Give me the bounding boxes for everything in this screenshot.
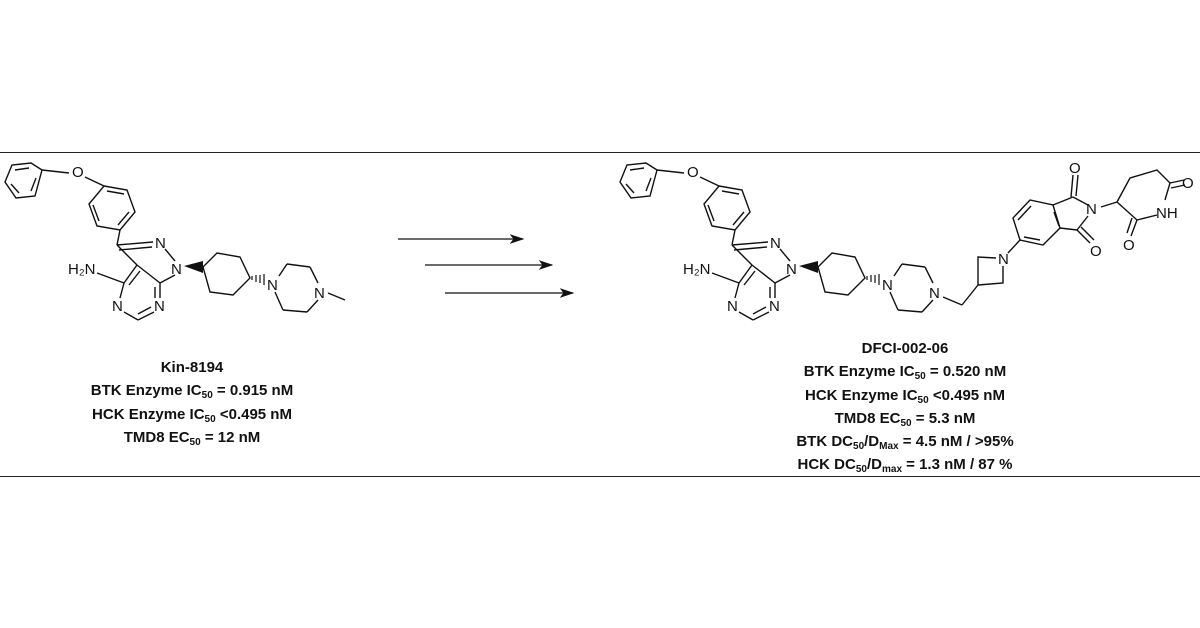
compound-name: DFCI-002-06 [861, 340, 949, 357]
atom-o: O [72, 164, 84, 181]
activity-line: HCK Enzyme IC50 <0.495 nM [92, 405, 292, 425]
activity-line: BTK Enzyme IC50 = 0.520 nM [803, 363, 1007, 383]
atom-h2n: H₂N [68, 261, 96, 278]
atom-n: N [998, 251, 1009, 268]
atom-o: O [1090, 243, 1102, 260]
top-rule [0, 152, 1200, 153]
activity-line: BTK Enzyme IC50 = 0.915 nM [90, 382, 294, 402]
atom-n: N [314, 285, 325, 302]
atom-n: N [770, 235, 781, 252]
activity-line: HCK Enzyme IC50 <0.495 nM [805, 386, 1005, 406]
atom-nh: NH [1156, 205, 1178, 222]
atom-n: N [154, 298, 165, 315]
atom-n: N [171, 261, 182, 278]
atom-n: N [882, 277, 893, 294]
activity-line: TMD8 EC50 = 5.3 nM [834, 409, 976, 429]
atom-o: O [1069, 160, 1081, 177]
atom-n: N [769, 298, 780, 315]
atom-n: N [112, 298, 123, 315]
degradation-line: BTK DC50/DMax = 4.5 nM / >95% [796, 433, 1014, 453]
dfci-002-06-structure: O H₂N N N N N N N [619, 160, 1194, 321]
kin-8194-caption: Kin-8194 BTK Enzyme IC50 = 0.915 nM HCK … [91, 356, 293, 449]
atom-o: O [687, 164, 699, 181]
atom-n: N [155, 235, 166, 252]
kin-8194-structure: O H₂N N N N N N N [4, 162, 346, 321]
atom-h2n: H₂N [683, 261, 711, 278]
atom-n: N [727, 298, 738, 315]
atom-o: O [1182, 175, 1194, 192]
dfci-002-06-caption: DFCI-002-06 BTK Enzyme IC50 = 0.520 nM H… [796, 337, 1013, 477]
atom-n: N [267, 277, 278, 294]
atom-n: N [929, 285, 940, 302]
degradation-line: HCK DC50/Dmax = 1.3 nM / 87 % [797, 456, 1013, 476]
bottom-rule [0, 476, 1200, 477]
activity-line: TMD8 EC50 = 12 nM [123, 428, 261, 448]
atom-n: N [1086, 201, 1097, 218]
compound-name: Kin-8194 [160, 359, 224, 376]
reaction-arrows [398, 234, 575, 298]
atom-o: O [1123, 237, 1135, 254]
atom-n: N [786, 261, 797, 278]
